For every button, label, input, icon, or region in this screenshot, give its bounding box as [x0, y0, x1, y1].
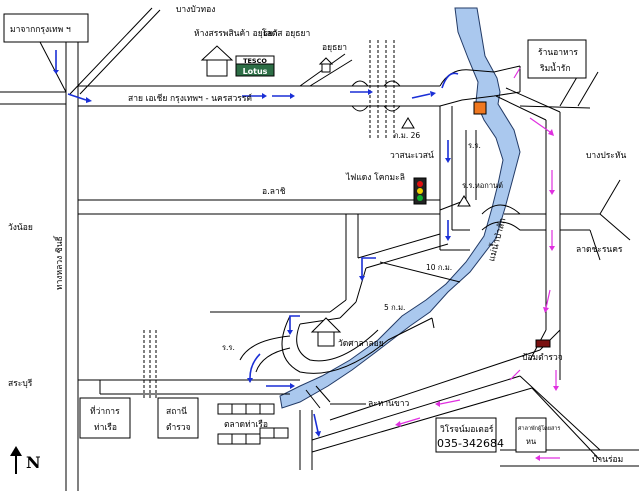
- label-police-station-1: สถานี: [166, 406, 187, 417]
- house-icon: [200, 45, 234, 77]
- label-school: ร.ร.หอกานต์: [462, 181, 503, 190]
- river-pa-sak: [279, 7, 521, 409]
- label-road-small-2: ร.ร.: [222, 343, 235, 352]
- label-asia-road: สาย เอเชีย กรุงเทพฯ - นครสวรรค์: [128, 93, 252, 104]
- label-ban-rom: บ้านร่อม: [592, 454, 623, 465]
- blue-route-arrows: [53, 50, 459, 437]
- triangle-marker-icon-2: [457, 195, 471, 207]
- label-bus-stop-2: หน: [526, 437, 536, 446]
- label-phone: 035-342684: [437, 437, 504, 450]
- north-arrow-icon: [10, 446, 22, 474]
- label-wat-sathai: วัดศาลาลอย: [338, 339, 384, 349]
- label-restaurant-1: ร้านอาหาร: [538, 47, 578, 58]
- market-blocks: [217, 403, 289, 445]
- label-dept-store: ห้างสรรพสินค้า อยุธยา: [194, 28, 278, 39]
- label-tesco-lotus: โลตัส อยุธยา: [262, 28, 310, 39]
- label-saraburi: สระบุรี: [8, 378, 33, 389]
- label-road-small-1: ร.ร.: [468, 141, 481, 150]
- label-restaurant-2: ริมน้ำรัก: [540, 62, 571, 74]
- svg-text:TESCO: TESCO: [243, 57, 267, 65]
- label-bang-bua-thong: บางบัวทอง: [176, 5, 215, 15]
- label-km10: 10 ก.ม.: [426, 263, 452, 272]
- virot-motor-box: [435, 417, 497, 453]
- label-from-bangkok: มาจากกรุงเทพ ฯ: [10, 25, 71, 35]
- tesco-lotus-logo: TESCO Lotus: [235, 55, 275, 77]
- label-district-2: ท่าเรือ: [94, 422, 117, 433]
- restaurant-box: [527, 39, 587, 79]
- label-police-station-2: ตำรวจ: [166, 423, 191, 433]
- traffic-light-icon: [413, 177, 427, 205]
- triangle-marker-icon: [401, 117, 415, 129]
- label-lahan-pier: ละหานขาว: [368, 399, 410, 409]
- svg-text:Lotus: Lotus: [243, 67, 268, 76]
- bus-stop-box: [515, 417, 547, 453]
- label-ayutthaya: อยุธยา: [322, 43, 347, 53]
- label-traffic-light: ไฟแดง โคกมะลิ: [345, 172, 405, 183]
- label-a-lat: อ.ลาชิ: [262, 187, 286, 197]
- label-km5: 5 ก.ม.: [384, 303, 405, 312]
- origin-box: [3, 13, 89, 43]
- ayutthaya-arrow: [318, 57, 334, 73]
- magenta-route-arrows: [395, 67, 560, 461]
- label-bus-stop-1: ศาลาพักผู้โดยสาร: [518, 424, 560, 432]
- label-police-box: ป้อมตำรวจ: [522, 352, 563, 363]
- label-highway: ทางหลวง ซินธิ์: [53, 235, 65, 290]
- police-station-box: [157, 397, 199, 439]
- district-office-box: [79, 397, 131, 439]
- label-km26: ก.ม. 26: [394, 131, 420, 140]
- label-market: ตลาดท่าเรือ: [224, 419, 268, 430]
- label-virot-motor: วิโรจน์มอเตอร์: [440, 424, 494, 435]
- police-box-icon: [535, 339, 551, 348]
- landmark-square-icon: [473, 101, 487, 115]
- label-district-1: ที่ว่าการ: [90, 405, 120, 417]
- label-lak-ratchadanon: ลาดชะรนคร: [576, 245, 623, 255]
- label-north: N: [26, 453, 41, 472]
- label-wang-noi: วังน้อย: [8, 222, 33, 233]
- label-wat: วาสนะเวสน์: [390, 150, 434, 161]
- label-bang-pahan: บางประหัน: [586, 151, 626, 161]
- temple-house-icon: [310, 317, 342, 347]
